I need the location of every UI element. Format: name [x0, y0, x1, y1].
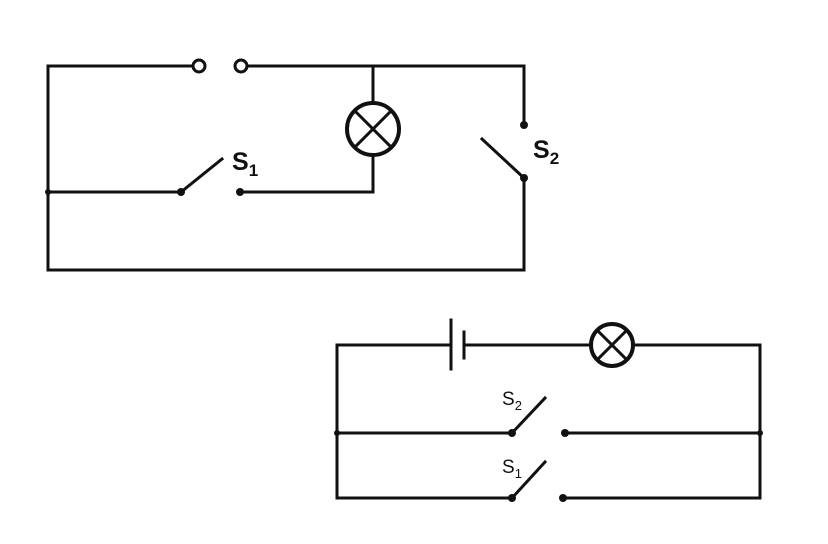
bottom-switch-s1: S1: [502, 457, 567, 502]
bottom-s1-label: S1: [502, 457, 522, 481]
top-s1-label: S1: [232, 148, 258, 180]
top-s1-contact: [236, 188, 244, 196]
bottom-lamp: [589, 322, 635, 368]
top-switch-s2: S2: [45, 121, 559, 195]
bottom-wire-top-right: [561, 343, 762, 500]
bottom-battery: [449, 318, 466, 371]
top-s2-pivot: [520, 174, 528, 182]
bottom-s2-blade: [509, 395, 548, 436]
bottom-s2-contact: [561, 429, 569, 437]
top-wire-lamp-down: [238, 154, 375, 194]
bottom-s1-contact: [559, 494, 567, 502]
bottom-switch-s2: S2: [502, 389, 569, 437]
top-switch-s1: S1: [177, 148, 258, 196]
top-wire-left: [46, 64, 526, 272]
top-s1-blade: [178, 156, 225, 195]
top-wire-top-right: [239, 64, 526, 127]
top-s2-subscript: 2: [550, 149, 559, 168]
bottom-s1-subscript: 1: [515, 466, 522, 481]
bottom-lamp-cross-b: [595, 328, 629, 362]
top-junction-left: [45, 189, 51, 195]
bottom-s1-blade: [509, 459, 548, 501]
top-open-terminal-left: [191, 58, 207, 74]
top-open-terminal-right: [233, 58, 249, 74]
bottom-junction-left: [334, 430, 340, 436]
top-lamp-cross-b: [352, 108, 394, 150]
top-circuit: S1 S2: [45, 58, 559, 272]
top-s1-subscript: 1: [249, 161, 258, 180]
bottom-junction-right: [757, 430, 763, 436]
top-s2-label: S2: [533, 136, 559, 168]
bottom-s2-subscript: 2: [515, 398, 522, 413]
top-s2-blade: [479, 136, 527, 181]
top-s2-contact: [520, 121, 528, 129]
bottom-wire-left: [335, 343, 514, 500]
bottom-s2-label: S2: [502, 389, 522, 413]
bottom-circuit: S2 S1: [334, 318, 763, 502]
top-lamp: [345, 101, 401, 157]
